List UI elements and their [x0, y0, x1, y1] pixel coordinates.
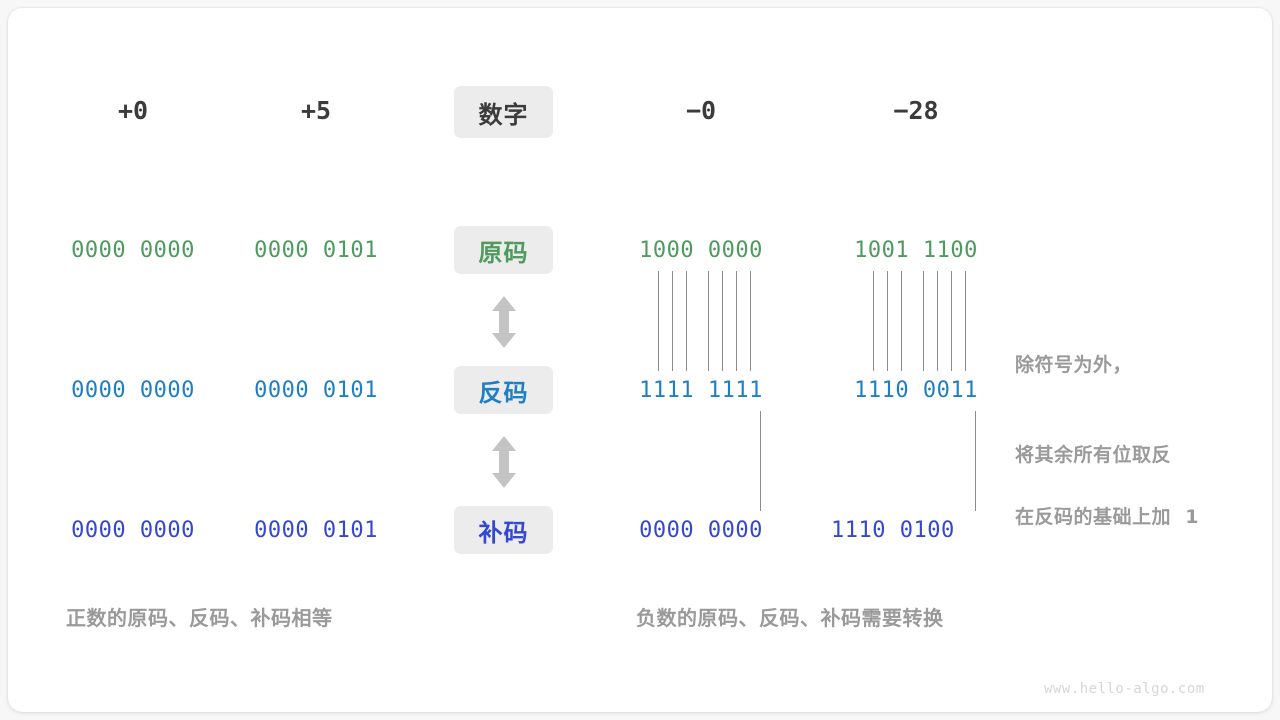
connector-invert-line	[965, 271, 966, 371]
connector-invert-line	[901, 271, 902, 371]
header-number-minus-zero: −0	[685, 96, 717, 125]
badge-ones-complement: 反码	[454, 366, 553, 414]
badge-sign-magnitude: 原码	[454, 226, 553, 274]
watermark: www.hello-algo.com	[1044, 681, 1205, 697]
connector-plus-one-line	[760, 411, 761, 511]
diagram-card: +0 +5 −0 −28 数字 原码 反码 补码 0000 0000 0000 …	[8, 8, 1272, 712]
note-invert-rule: 除符号为外， 将其余所有位取反	[1015, 290, 1171, 530]
header-number-minus-twentyeight: −28	[893, 96, 939, 125]
note-plus-one-rule-line1: 在反码的基础上加 1	[1015, 506, 1199, 528]
caption-negative: 负数的原码、反码、补码需要转换	[636, 606, 944, 630]
connector-plus-one-line	[975, 411, 976, 511]
double-arrow-icon	[492, 296, 516, 348]
note-plus-one-rule: 在反码的基础上加 1	[1015, 442, 1199, 592]
bits-sign-magnitude-minus-zero: 1000 0000	[639, 238, 763, 263]
connector-invert-line	[686, 271, 687, 371]
bits-twos-complement-minus-twentyeight: 1110 0100	[831, 518, 955, 543]
badge-twos-complement: 补码	[454, 506, 553, 554]
connector-invert-line	[887, 271, 888, 371]
connector-invert-line	[708, 271, 709, 371]
connector-invert-line	[736, 271, 737, 371]
bits-sign-magnitude-plus-five: 0000 0101	[254, 238, 378, 263]
bits-twos-complement-plus-zero: 0000 0000	[71, 518, 195, 543]
bits-ones-complement-plus-five: 0000 0101	[254, 378, 378, 403]
connector-invert-line	[951, 271, 952, 371]
bits-sign-magnitude-minus-twentyeight: 1001 1100	[854, 238, 978, 263]
bits-ones-complement-minus-zero: 1111 1111	[639, 378, 763, 403]
connector-invert-line	[937, 271, 938, 371]
connector-invert-line	[750, 271, 751, 371]
connector-invert-line	[923, 271, 924, 371]
bits-twos-complement-plus-five: 0000 0101	[254, 518, 378, 543]
note-invert-rule-line1: 除符号为外，	[1015, 354, 1133, 376]
double-arrow-icon	[492, 436, 516, 488]
connector-invert-line	[722, 271, 723, 371]
header-number-plus-zero: +0	[117, 96, 149, 125]
caption-positive: 正数的原码、反码、补码相等	[66, 606, 333, 630]
bits-sign-magnitude-plus-zero: 0000 0000	[71, 238, 195, 263]
header-number-plus-five: +5	[300, 96, 332, 125]
badge-number: 数字	[454, 86, 553, 138]
connector-invert-line	[873, 271, 874, 371]
connector-invert-line	[672, 271, 673, 371]
connector-invert-line	[658, 271, 659, 371]
bits-twos-complement-minus-zero: 0000 0000	[639, 518, 763, 543]
bits-ones-complement-minus-twentyeight: 1110 0011	[854, 378, 978, 403]
bits-ones-complement-plus-zero: 0000 0000	[71, 378, 195, 403]
note-invert-rule-line2: 将其余所有位取反	[1015, 444, 1172, 466]
